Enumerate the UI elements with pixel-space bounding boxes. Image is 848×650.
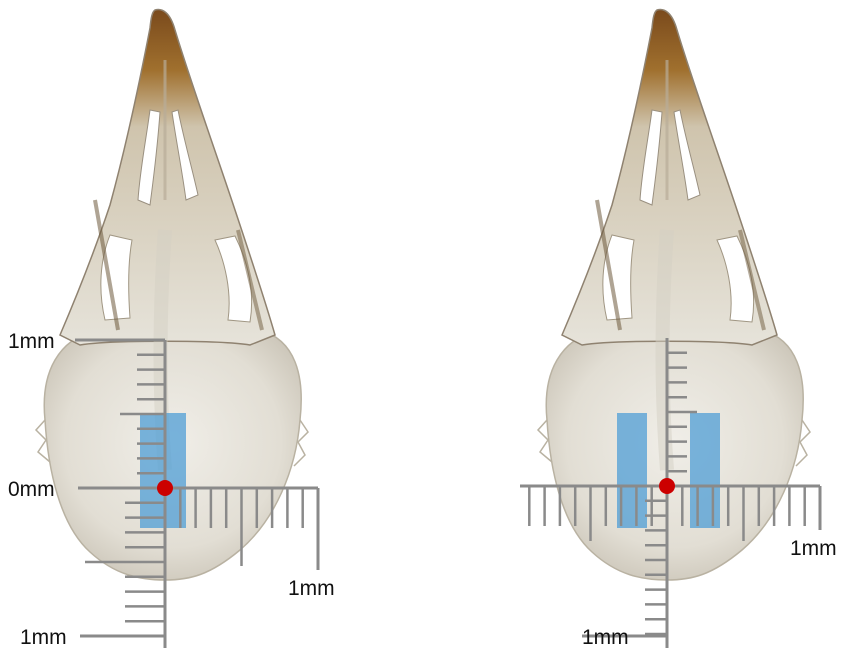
left-top-scale-label: 1mm bbox=[8, 331, 55, 352]
right-panel bbox=[520, 10, 820, 648]
bregma-marker-right bbox=[659, 478, 675, 494]
left-right-scale-label: 1mm bbox=[288, 578, 335, 599]
left-zero-scale-label: 0mm bbox=[8, 479, 55, 500]
bregma-marker-left bbox=[157, 480, 173, 496]
left-panel bbox=[36, 10, 318, 648]
right-right-scale-label: 1mm bbox=[790, 538, 837, 559]
right-bottom-scale-label: 1mm bbox=[582, 627, 629, 648]
left-bottom-scale-label: 1mm bbox=[20, 627, 67, 648]
imaging-window-right-b bbox=[690, 413, 720, 528]
skull-right bbox=[538, 10, 810, 580]
